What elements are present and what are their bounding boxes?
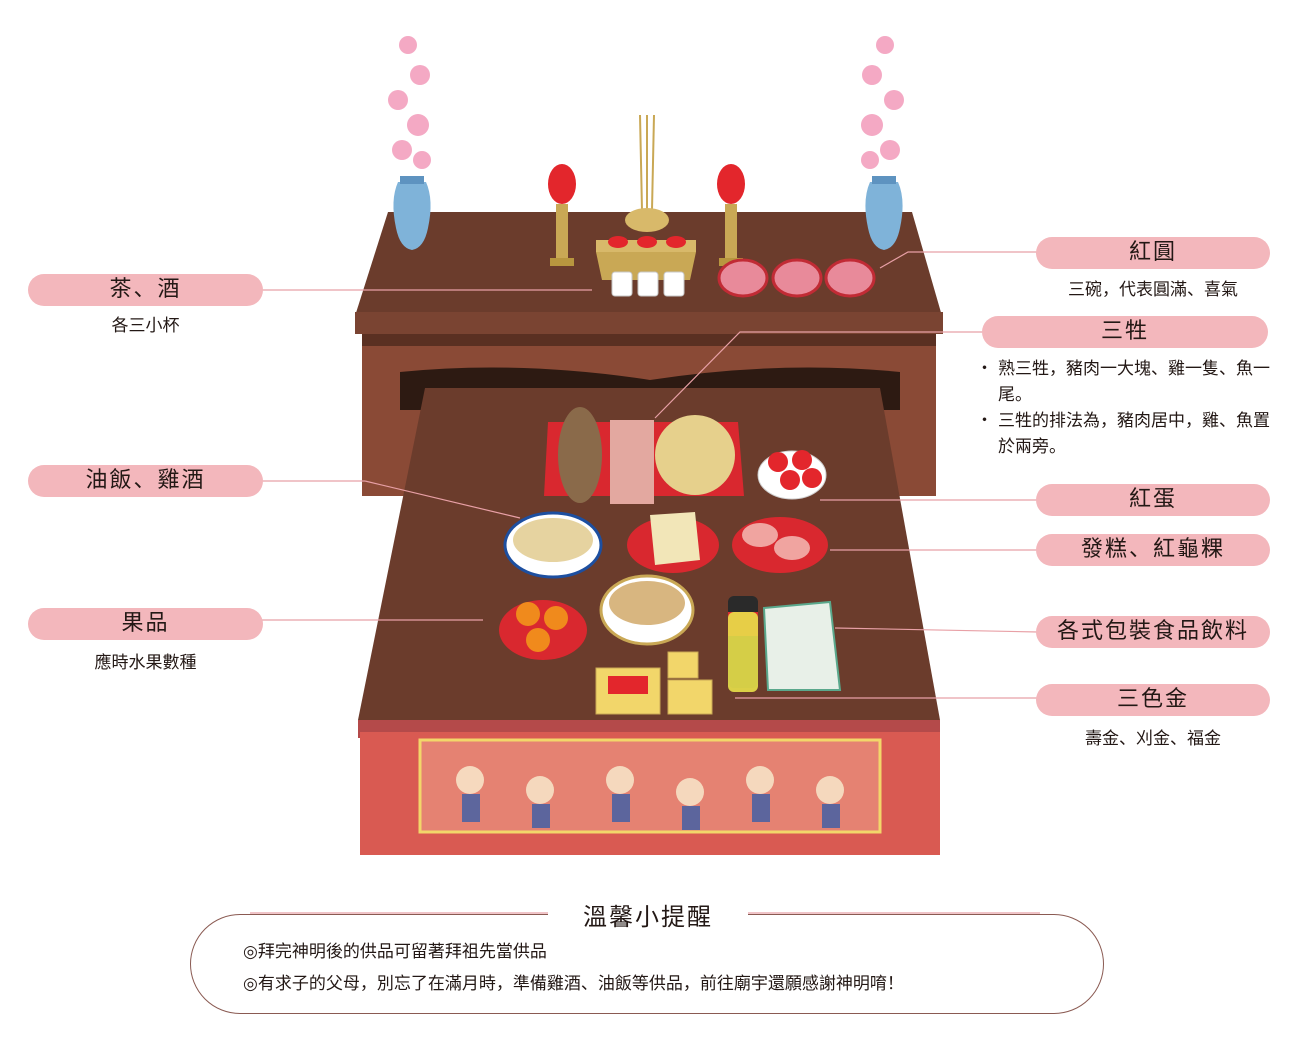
label-sansheng: 三牲 [982,316,1268,348]
label-tea-wine-desc: 各三小杯 [111,316,180,336]
vase-right [861,36,904,250]
label-packaged: 各式包裝食品飲料 [1036,616,1270,648]
reminder-title: 溫馨小提醒 [548,897,748,932]
cups [608,236,686,297]
label-hongyuan-desc: 三碗，代表圓滿、喜氣 [1068,280,1238,300]
sansheng-bullet: 熟三牲，豬肉一大塊、雞一隻、魚一尾。 [976,356,1272,408]
red-round-bowls [717,258,876,298]
label-cake: 發糕、紅龜粿 [1036,534,1270,566]
chicken-wine-bowl [599,574,695,646]
reminder-box: ◎拜完神明後的供品可留著拜祖先當供品 ◎有求子的父母，別忘了在滿月時，準備雞酒、… [190,914,1104,1014]
gold-paper [595,651,713,715]
label-red-egg: 紅蛋 [1036,484,1270,516]
vase-left [388,36,431,250]
oil-rice-bowl [503,511,603,579]
snack-plate [627,512,719,573]
label-gold-paper: 三色金 [1036,684,1270,716]
reminder-line: ◎有求子的父母，別忘了在滿月時，準備雞酒、油飯等供品，前往廟宇還願感謝神明唷！ [243,974,904,994]
packaged-food [728,596,842,692]
incense-burner [596,114,696,280]
label-gold-paper-desc: 壽金、刈金、福金 [1085,729,1221,749]
sansheng-bullet: 三牲的排法為，豬肉居中，雞、魚置於兩旁。 [976,408,1272,460]
label-fruit: 果品 [28,608,263,640]
fruit-plate [499,600,587,660]
leader-lines [250,251,1040,914]
label-tea-wine: 茶、酒 [28,274,263,306]
reminder-line: ◎拜完神明後的供品可留著拜祖先當供品 [243,942,547,962]
sansheng-bullets: 熟三牲，豬肉一大塊、雞一隻、魚一尾。 三牲的排法為，豬肉居中，雞、魚置於兩旁。 [976,356,1272,460]
cakes-plate [732,517,828,573]
red-eggs-plate [757,450,827,500]
label-oil-rice: 油飯、雞酒 [28,465,263,497]
label-fruit-desc: 應時水果數種 [94,653,197,673]
label-hongyuan: 紅圓 [1036,237,1270,269]
three-sacrifices-tray [544,407,744,504]
table-cloth [360,732,940,855]
